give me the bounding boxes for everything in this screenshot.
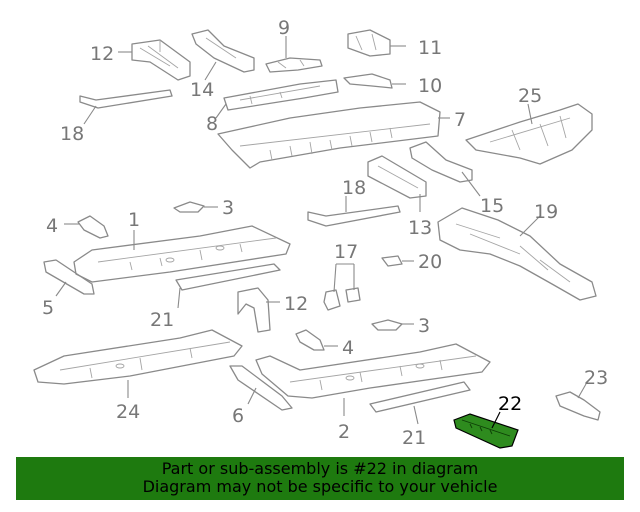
part-12	[237, 287, 271, 333]
part-1	[73, 225, 291, 283]
part-21-lower	[369, 381, 471, 413]
callout-1: 1	[128, 209, 140, 231]
callout-16: 15	[480, 195, 504, 217]
callout-12: 12	[284, 293, 308, 315]
banner-line-1: Part or sub-assembly is #22 in diagram	[161, 459, 479, 478]
callout-5: 5	[42, 297, 54, 319]
part-15	[191, 29, 255, 73]
callout-20: 20	[418, 251, 442, 273]
part-11	[347, 29, 391, 57]
callout-21-lower: 21	[402, 427, 426, 449]
callout-22: 22	[498, 393, 522, 415]
callout-4-lower: 4	[342, 337, 354, 359]
part-24	[33, 329, 243, 385]
callout-14: 13	[408, 217, 432, 239]
part-22	[453, 413, 519, 449]
part-4-lower	[295, 329, 325, 351]
part-13	[131, 39, 191, 81]
callout-7: 7	[454, 109, 466, 131]
part-20	[381, 255, 403, 267]
part-18-mid	[307, 205, 401, 227]
banner-line-2: Diagram may not be specific to your vehi…	[142, 477, 498, 496]
callout-18-mid: 18	[342, 177, 366, 199]
callout-10: 10	[418, 75, 442, 97]
callout-9: 9	[278, 17, 290, 39]
callout-3-top: 3	[222, 197, 234, 219]
callout-8: 8	[206, 113, 218, 135]
part-5	[43, 259, 95, 295]
callout-24: 24	[116, 401, 140, 423]
callout-labels: 12 9 11 14 10 18 8 7 25 18 15 19 13 4 1 …	[42, 17, 608, 449]
part-21-top	[175, 263, 281, 291]
part-14	[367, 155, 427, 199]
highlight-banner: Part or sub-assembly is #22 in diagram D…	[16, 457, 624, 500]
callout-6: 6	[232, 405, 244, 427]
part-23	[555, 391, 601, 421]
callout-18-top: 18	[60, 123, 84, 145]
part-7	[217, 101, 441, 169]
part-17	[323, 287, 361, 311]
part-8	[223, 79, 339, 111]
callout-3-lower: 3	[418, 315, 430, 337]
callout-2: 2	[338, 421, 350, 443]
callout-4-top: 4	[46, 215, 58, 237]
part-4-top	[77, 215, 109, 239]
callout-11: 11	[418, 37, 442, 59]
callout-13: 12	[90, 43, 114, 65]
callout-17: 17	[334, 241, 358, 263]
callout-21-top: 21	[150, 309, 174, 331]
part-3-lower	[371, 319, 403, 331]
part-2	[255, 343, 491, 399]
part-6	[229, 365, 293, 411]
callout-23: 23	[584, 367, 608, 389]
callout-19: 19	[534, 201, 558, 223]
callout-15: 14	[190, 79, 214, 101]
part-9	[265, 57, 323, 73]
part-3-top	[173, 201, 205, 213]
callout-25: 25	[518, 85, 542, 107]
part-10	[343, 73, 393, 89]
part-16	[409, 141, 473, 183]
part-18-top	[79, 89, 173, 109]
leader-lines	[55, 36, 587, 429]
part-19	[437, 207, 597, 301]
part-25	[465, 103, 593, 165]
